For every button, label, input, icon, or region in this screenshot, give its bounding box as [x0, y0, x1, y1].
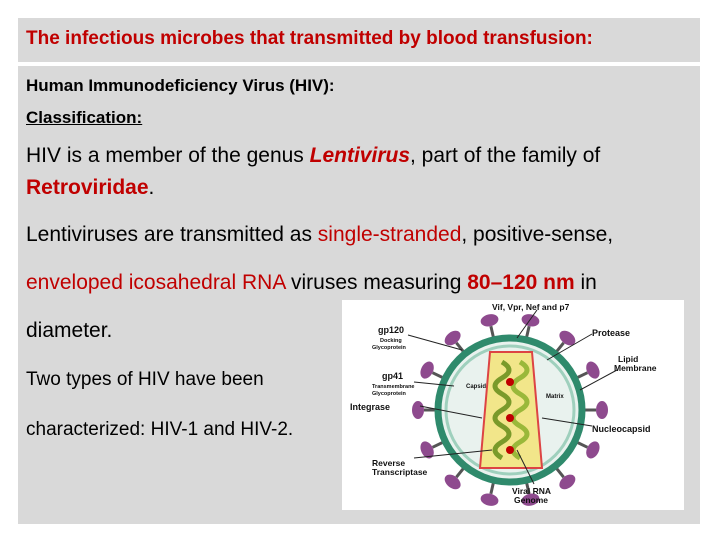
label-transcriptase: Transcriptase — [372, 467, 428, 477]
label-protease: Protease — [592, 328, 630, 338]
section-heading: Human Immunodeficiency Virus (HIV): — [26, 76, 335, 95]
gp120-spike-head — [444, 474, 461, 490]
hiv-structure-diagram: Vif, Vpr, Nef and p7 gp120 Docking Glyco… — [342, 300, 684, 510]
para2-line1: Lentiviruses are transmitted as single-s… — [26, 223, 614, 246]
gp120-spike-head — [521, 314, 540, 327]
svg-text:Glycoprotein: Glycoprotein — [372, 391, 407, 397]
viral-rna-strand-2 — [510, 359, 530, 461]
label-nucleocapsid: Nucleocapsid — [592, 424, 651, 434]
para3-line1: Two types of HIV have been — [26, 369, 264, 390]
family-name: Retroviridae — [26, 176, 149, 199]
label-accessory-proteins: Vif, Vpr, Nef and p7 — [492, 302, 570, 312]
svg-text:Docking: Docking — [380, 338, 402, 344]
label-gp120: gp120 — [378, 325, 404, 335]
gp120-spike-head — [420, 441, 434, 459]
gp120-spike-head — [596, 401, 608, 419]
gp120-spike-head — [586, 361, 600, 379]
gp120-spike-head — [521, 493, 540, 506]
label-genome: Genome — [514, 495, 548, 505]
genus-name: Lentivirus — [309, 144, 410, 167]
gp120-spike-head — [559, 330, 576, 346]
label-matrix: Matrix — [546, 394, 564, 400]
gp120-spike-head — [586, 441, 600, 459]
gp120-spike-head — [444, 330, 461, 346]
gp120-spike-head — [480, 493, 499, 506]
gp120-spike-head — [559, 474, 576, 490]
protease-dot — [506, 446, 514, 454]
svg-text:Transmembrane: Transmembrane — [372, 384, 415, 390]
slide-title: The infectious microbes that transmitted… — [26, 28, 593, 49]
hiv-diagram-svg: Vif, Vpr, Nef and p7 gp120 Docking Glyco… — [350, 302, 657, 506]
para1-line2: Retroviridae. — [26, 176, 155, 199]
para1-line1: HIV is a member of the genus Lentivirus,… — [26, 144, 601, 167]
para2-line3: diameter. — [26, 319, 113, 342]
para2-line2: enveloped icosahedral RNA viruses measur… — [26, 271, 597, 294]
viral-rna-strand-1 — [492, 359, 512, 461]
label-gp41: gp41 — [382, 371, 403, 381]
section-subheading: Classification: — [26, 108, 143, 127]
label-integrase: Integrase — [350, 402, 390, 412]
gp120-spike-head — [412, 401, 424, 419]
svg-text:Glycoprotein: Glycoprotein — [372, 345, 407, 351]
label-membrane: Membrane — [614, 363, 657, 373]
label-viral-rna: Viral RNA — [512, 486, 551, 496]
gp120-spike-head — [420, 361, 434, 379]
title-bar: The infectious microbes that transmitted… — [18, 18, 700, 62]
label-reverse: Reverse — [372, 458, 405, 468]
integrase-dot — [506, 414, 514, 422]
reverse-transcriptase-dot — [506, 378, 514, 386]
gp120-spike-head — [480, 314, 499, 327]
matrix-layer — [444, 344, 576, 476]
label-capsid: Capsid — [466, 384, 486, 390]
label-lipid: Lipid — [618, 354, 638, 364]
leader-lines — [407, 309, 618, 485]
para3-line2: characterized: HIV-1 and HIV-2. — [26, 419, 294, 440]
